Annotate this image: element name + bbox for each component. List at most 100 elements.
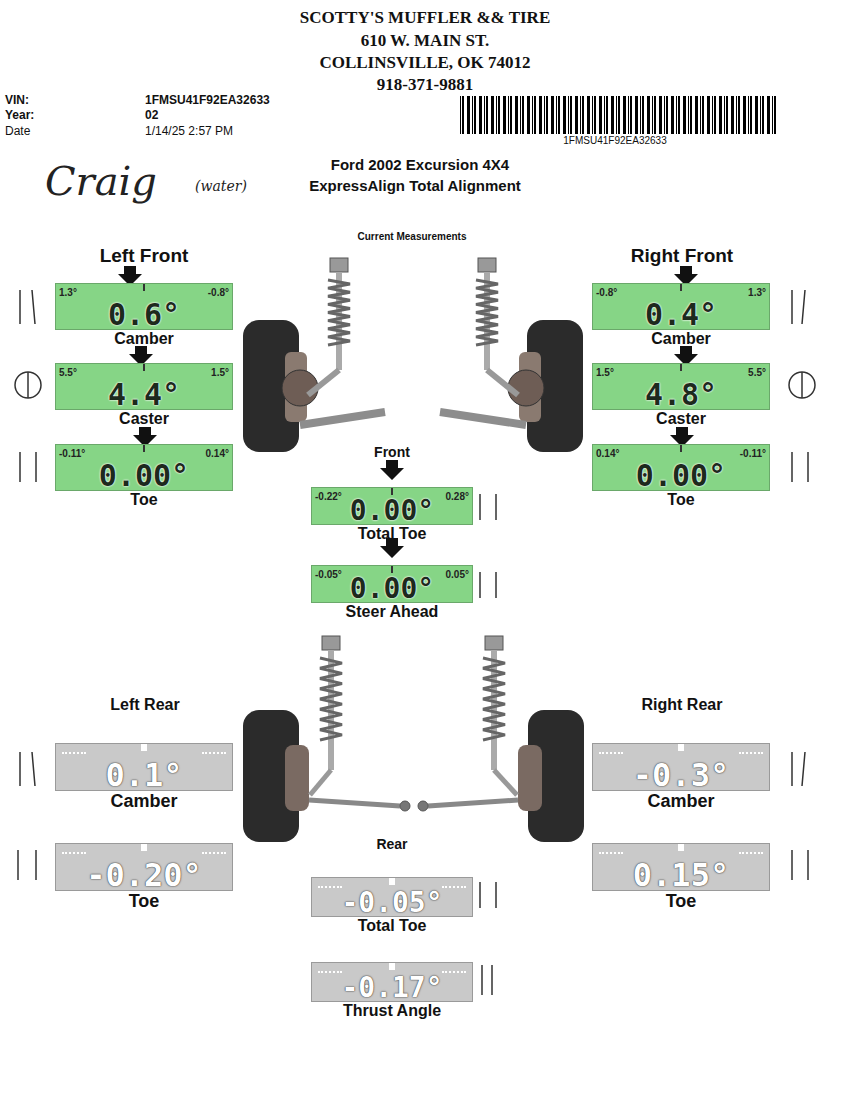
report-label: Right Front	[631, 245, 733, 267]
measurement-gauge: 5.5° 1.5° 4.4°Caster	[55, 363, 233, 428]
shop-header: 918-371-9881	[377, 75, 473, 95]
measured-value: 0.1°	[56, 759, 232, 791]
gauge-bar: 0.14° -0.11° 0.00°	[592, 444, 770, 491]
range-min: -0.22°	[315, 491, 342, 502]
range-max: 1.3°	[748, 287, 766, 298]
report-label: VIN:	[5, 93, 29, 107]
gauge-bar: 1.5° 5.5° 4.8°	[592, 363, 770, 410]
measurement-name: Toe	[592, 491, 770, 509]
measurement-name: Camber	[592, 330, 770, 348]
measurement-name: Toe	[55, 491, 233, 509]
measured-value: 0.00°	[56, 461, 232, 491]
measurement-name: Total Toe	[311, 917, 473, 935]
report-label: 1FMSU41F92EA32633	[563, 135, 666, 146]
measurement-gauge: 0.14° -0.11° 0.00°Toe	[592, 444, 770, 509]
measurement-name: Toe	[55, 891, 233, 912]
drum	[285, 745, 309, 811]
measured-value: -0.20°	[56, 859, 232, 891]
measurement-gauge: -0.05° 0.05°0.00°Steer Ahead	[311, 565, 473, 621]
shop-header: COLLINSVILLE, OK 74012	[319, 53, 530, 73]
measured-value: 0.00°	[593, 461, 769, 491]
measured-value: 4.4°	[56, 380, 232, 410]
shop-header: SCOTTY'S MUFFLER && TIRE	[300, 8, 550, 28]
gauge-bar: 1.3° -0.8° 0.6°	[55, 283, 233, 330]
measurement-gauge: -0.22° 0.28°0.00°Total Toe	[311, 487, 473, 543]
drum	[518, 745, 542, 811]
measured-value: 4.8°	[593, 380, 769, 410]
range-max: 0.14°	[206, 448, 229, 459]
measurement-gauge: 1.5° 5.5° 4.8°Caster	[592, 363, 770, 428]
gauge-bar: -0.20°	[55, 843, 233, 891]
measurement-gauge: 0.15°Toe	[592, 843, 770, 912]
gauge-bar: 0.15°	[592, 843, 770, 891]
measurement-name: Camber	[55, 791, 233, 812]
measurement-name: Steer Ahead	[311, 603, 473, 621]
measurement-name: Camber	[592, 791, 770, 812]
report-label: 1/14/25 2:57 PM	[145, 124, 233, 138]
report-label: Current Measurements	[358, 231, 467, 242]
range-min: -0.8°	[596, 287, 617, 298]
report-label: Year:	[5, 108, 34, 122]
measurement-name: Caster	[592, 410, 770, 428]
gauge-bar: -0.11° 0.14° 0.00°	[55, 444, 233, 491]
range-min: 5.5°	[59, 367, 77, 378]
measured-value: 0.15°	[593, 859, 769, 891]
range-min: 1.3°	[59, 287, 77, 298]
gauge-bar: -0.22° 0.28°0.00°	[311, 487, 473, 525]
angle-icons	[15, 290, 815, 995]
gauge-bar: -0.17°	[311, 962, 473, 1002]
report-label: ExpressAlign Total Alignment	[309, 177, 521, 194]
range-max: -0.11°	[740, 448, 766, 459]
report-label: Date	[5, 124, 30, 138]
shop-header: 610 W. MAIN ST.	[361, 31, 490, 51]
measurement-gauge: -0.05°Total Toe	[311, 877, 473, 935]
range-max: 1.5°	[211, 367, 229, 378]
measured-value: 0.4°	[593, 300, 769, 330]
report-label: Rear	[376, 836, 407, 852]
measured-value: -0.17°	[312, 974, 472, 1002]
measurement-name: Caster	[55, 410, 233, 428]
measurement-gauge: -0.11° 0.14° 0.00°Toe	[55, 444, 233, 509]
gauge-bar: 5.5° 1.5° 4.4°	[55, 363, 233, 410]
gauge-bar: -0.3°	[592, 743, 770, 791]
measurement-name: Toe	[592, 891, 770, 912]
report-label: Front	[374, 444, 410, 460]
handwritten-note: Craig	[45, 158, 157, 204]
front-strut	[300, 258, 526, 425]
range-max: 0.28°	[446, 491, 469, 502]
range-min: 0.14°	[596, 448, 619, 459]
report-label: Left Front	[100, 245, 189, 267]
measurement-gauge: 0.1°Camber	[55, 743, 233, 812]
measured-value: -0.3°	[593, 759, 769, 791]
handwritten-note: (water)	[195, 178, 247, 194]
gauge-bar: -0.05°	[311, 877, 473, 917]
measurement-gauge: -0.3°Camber	[592, 743, 770, 812]
report-label: 02	[145, 108, 158, 122]
range-max: 5.5°	[748, 367, 766, 378]
measurement-gauge: 1.3° -0.8° 0.6°Camber	[55, 283, 233, 348]
report-label: Right Rear	[642, 696, 723, 714]
gauge-bar: -0.8° 1.3° 0.4°	[592, 283, 770, 330]
measurement-gauge: -0.17°Thrust Angle	[311, 962, 473, 1020]
measured-value: 0.00°	[312, 497, 472, 525]
range-min: 1.5°	[596, 367, 614, 378]
measurement-name: Camber	[55, 330, 233, 348]
measured-value: 0.00°	[312, 575, 472, 603]
measurement-gauge: -0.8° 1.3° 0.4°Camber	[592, 283, 770, 348]
measured-value: -0.05°	[312, 889, 472, 917]
gauge-bar: 0.1°	[55, 743, 233, 791]
range-min: -0.05°	[315, 569, 342, 580]
rear-suspension	[309, 636, 518, 811]
measurement-gauge: -0.20°Toe	[55, 843, 233, 912]
measured-value: 0.6°	[56, 300, 232, 330]
measurement-name: Thrust Angle	[311, 1002, 473, 1020]
gauge-bar: -0.05° 0.05°0.00°	[311, 565, 473, 603]
report-label: Left Rear	[110, 696, 179, 714]
report-label: Ford 2002 Excursion 4X4	[331, 156, 509, 173]
barcode	[460, 96, 776, 134]
range-min: -0.11°	[59, 448, 85, 459]
measurement-name: Total Toe	[311, 525, 473, 543]
range-max: -0.8°	[208, 287, 229, 298]
range-max: 0.05°	[446, 569, 469, 580]
report-label: 1FMSU41F92EA32633	[145, 93, 270, 107]
